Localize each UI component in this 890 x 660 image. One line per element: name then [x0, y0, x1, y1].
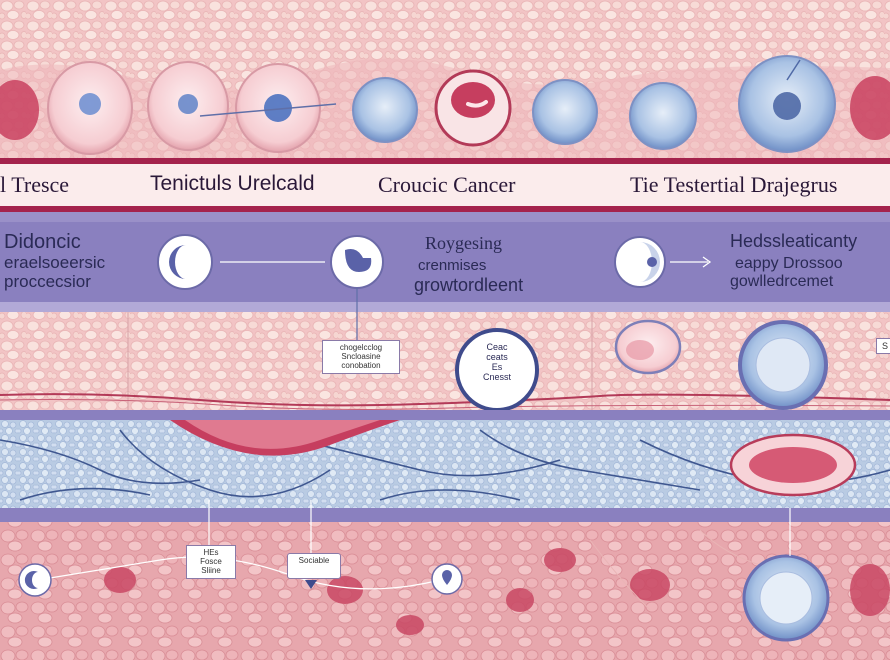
purple-right-line-1: Hedssleaticanty — [730, 231, 858, 251]
top-cells-row — [47, 55, 836, 155]
purple-mid-line-2: crenmises — [418, 257, 487, 274]
cell-6 — [532, 79, 598, 145]
callout-middle-box: chogelcclog Sncloasine conobation — [322, 340, 400, 374]
label-1: l Trescе — [0, 172, 70, 197]
label-3: Croucic Cancer — [378, 172, 516, 197]
red-cluster-right — [850, 76, 890, 140]
label-2: Tenictuls Urelcald — [150, 172, 315, 195]
callout-middle-line-1: chogelcclog — [339, 343, 383, 352]
crescent-icon — [157, 234, 213, 290]
callout-right-edge: S — [876, 338, 890, 355]
callout-b1-line-3: Sliine — [201, 566, 221, 576]
purple-divider-mid — [0, 410, 890, 420]
callout-bottom-box-2: Sociable — [287, 553, 341, 579]
cell-icon — [330, 235, 384, 289]
bottom-red-clusters — [104, 548, 890, 635]
label-band — [0, 164, 890, 208]
triangle-icon — [305, 580, 317, 589]
cell-4 — [352, 77, 418, 143]
pin-icon — [431, 563, 463, 595]
blue-veins — [0, 429, 890, 501]
circle-label-line-3: Es — [491, 361, 503, 372]
arrow-icon — [670, 256, 712, 268]
callout-b1-line-2: Fosce — [200, 557, 222, 567]
purple-mid-line-3: growtordleent — [414, 275, 524, 295]
circle-label: Ceac ceats Es Cnesst — [470, 342, 524, 383]
crescent-icon-bottom — [18, 563, 52, 597]
circle-label-line-2: ceats — [486, 351, 508, 362]
purple-right-line-2: eappy Drossoo — [735, 255, 843, 272]
red-boundary-line — [0, 393, 890, 407]
circle-label-line-1: Ceac — [486, 342, 508, 352]
purple-left-line-3: proccеcsior — [4, 272, 91, 291]
callout-b2-line-1: Sociable — [298, 556, 330, 565]
callout-right-line-1: S — [881, 341, 888, 351]
callout-middle-line-2: Sncloasine — [341, 352, 381, 362]
crimson-divider-bottom — [0, 206, 890, 212]
purple-left-line-1: Didonсic — [4, 231, 81, 253]
cell-icon-right — [614, 236, 666, 288]
red-cluster-left — [0, 80, 39, 140]
callout-b1-line-1: HEs — [203, 548, 219, 557]
cell-7 — [629, 82, 697, 150]
purple-right-line-3: gowlledrcemet — [730, 273, 834, 290]
purple-mid-line-1: Roygesing — [425, 233, 503, 253]
crimson-divider-top — [0, 158, 890, 164]
callout-middle-line-3: conobation — [341, 361, 381, 371]
purple-band-inner — [0, 222, 890, 302]
label-4: Tie Testertial Drajegrus — [630, 172, 838, 197]
purple-left-line-2: eraelsoeersic — [4, 253, 106, 272]
purple-divider-lower — [0, 508, 890, 522]
circle-label-line-4: Cnesst — [482, 371, 511, 382]
callout-bottom-box-1: HEs Fosce Sliine — [186, 545, 236, 579]
